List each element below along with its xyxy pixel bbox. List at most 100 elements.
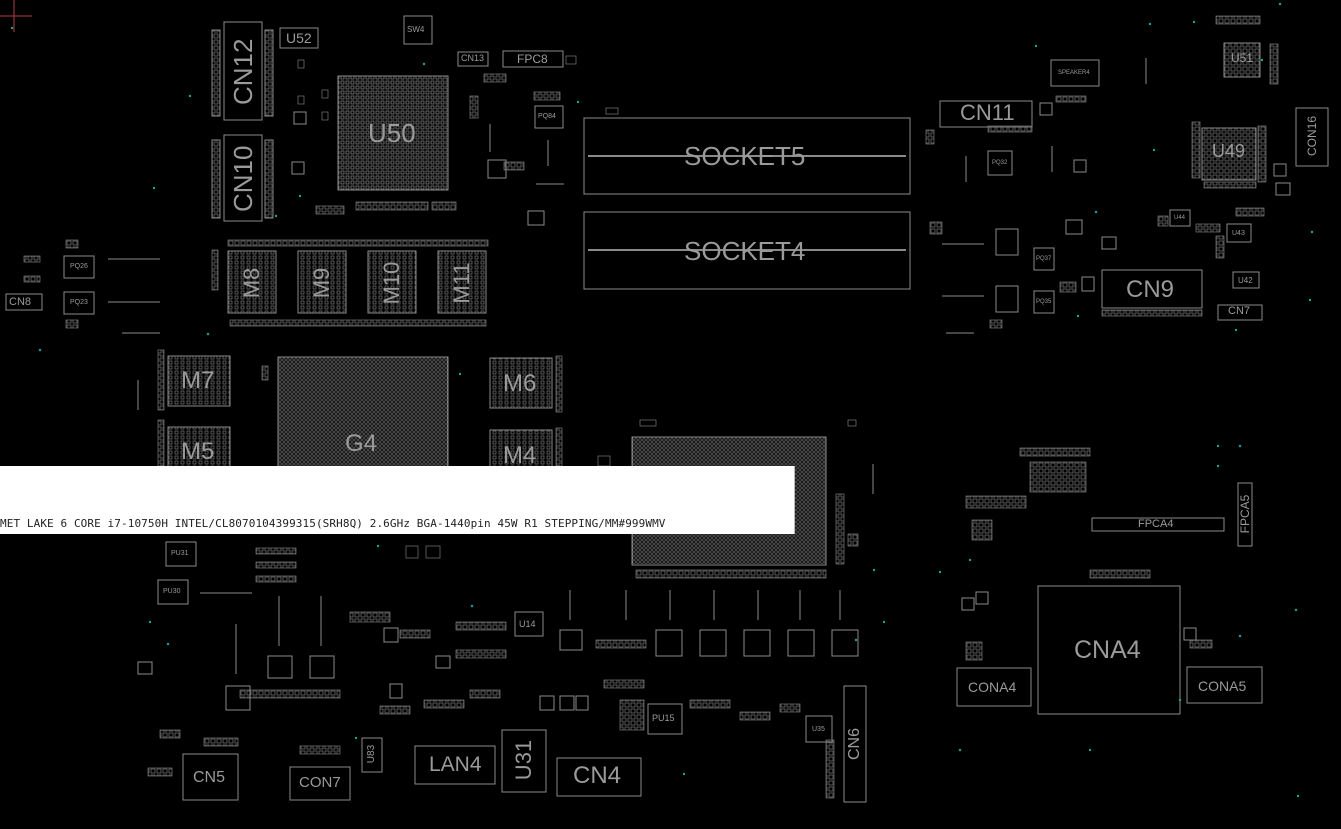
m5-label: M5 <box>181 438 215 465</box>
speaker4-label: SPEAKER4 <box>1058 70 1090 76</box>
u42-label: U42 <box>1238 276 1253 285</box>
cn5-label: CN5 <box>193 769 226 786</box>
cn12-pins-l <box>211 29 221 117</box>
cn13-outline <box>457 51 489 67</box>
cn6-label: CN6 <box>846 728 863 761</box>
u44-label: U44 <box>1174 215 1186 221</box>
u50-outline <box>337 75 449 191</box>
m10-label: M10 <box>379 261 404 305</box>
socket4-label: SOCKET4 <box>684 236 806 266</box>
cn10-outline <box>223 134 263 222</box>
pu15-label: PU15 <box>652 713 675 723</box>
pq84-label: PQ84 <box>538 113 556 120</box>
pq37-label: PQ37 <box>1036 256 1052 262</box>
pq32-label: PQ32 <box>992 160 1008 166</box>
u43-outline <box>1226 223 1252 243</box>
tooltip-text: MET LAKE 6 CORE i7-10750H INTEL/CL807010… <box>0 517 666 530</box>
pu30-outline <box>157 579 189 605</box>
m11-label: M11 <box>449 262 474 304</box>
u35-label: U35 <box>812 726 825 733</box>
component-info-tooltip: MET LAKE 6 CORE i7-10750H INTEL/CL807010… <box>0 466 795 534</box>
cn10-pins-l <box>211 139 221 219</box>
socket5-outline <box>583 117 911 195</box>
lan4-label: LAN4 <box>429 753 482 776</box>
pq35-label: PQ35 <box>1036 299 1052 305</box>
u42-outline <box>1232 271 1260 289</box>
fpc8-label: FPC8 <box>517 52 548 66</box>
g4-outline <box>277 356 449 468</box>
cn5-outline <box>182 753 239 801</box>
cn4-outline <box>556 757 642 797</box>
con16-label: CON16 <box>1305 116 1319 157</box>
m7-label: M7 <box>181 367 215 394</box>
speaker4-outline <box>1050 59 1100 87</box>
pq26-label: PQ26 <box>70 263 88 270</box>
cona4-outline <box>956 667 1032 707</box>
cn8-label: CN8 <box>9 296 32 308</box>
u50-label: U50 <box>368 118 416 148</box>
crosshair-cursor-icon <box>0 0 32 32</box>
u31-label: U31 <box>511 739 536 781</box>
cn9-label: CN9 <box>1126 276 1175 303</box>
cn11-outline <box>939 100 1033 128</box>
cn8-outline <box>5 293 43 311</box>
pq26-outline <box>63 255 95 279</box>
fpca4-outline <box>1091 517 1225 532</box>
cn7-label: CN7 <box>1228 305 1251 317</box>
cn12-pins-r <box>264 29 274 117</box>
cn10-pins-r <box>264 139 274 219</box>
m9-label: M9 <box>309 267 334 299</box>
lan4-outline <box>414 745 496 785</box>
socket4-outline <box>583 211 911 290</box>
con7-outline <box>289 766 351 801</box>
cona5-outline <box>1186 666 1263 704</box>
pq-b-outline <box>995 285 1019 313</box>
u52-outline <box>279 27 319 49</box>
m8-outline <box>227 250 277 314</box>
cn13-label: CN13 <box>461 53 485 63</box>
u51-label: U51 <box>1231 51 1254 65</box>
sw4-label: SW4 <box>407 25 425 34</box>
u31-outline <box>501 729 547 793</box>
pu30-label: PU30 <box>163 588 181 595</box>
m8-label: M8 <box>239 267 264 299</box>
fpca4-label: FPCA4 <box>1138 518 1174 530</box>
fpc8-outline <box>502 50 564 68</box>
cn12-outline <box>223 21 263 121</box>
fpca5-outline <box>1237 482 1253 547</box>
cna4-outline <box>1037 585 1181 715</box>
cna4-label: CNA4 <box>1074 636 1141 664</box>
fpca5-label: FPCA5 <box>1238 494 1252 534</box>
cona4-label: CONA4 <box>968 679 1017 695</box>
u35-outline <box>805 715 833 743</box>
cn6-outline <box>843 685 867 803</box>
pq84-outline <box>534 105 564 129</box>
con7-label: CON7 <box>299 774 341 791</box>
g4-label: G4 <box>345 430 378 457</box>
pu31-outline <box>165 541 197 567</box>
u49-outline <box>1201 127 1257 181</box>
u49-label: U49 <box>1212 141 1246 161</box>
m7-outline <box>167 355 231 407</box>
m4-label: M4 <box>503 442 537 469</box>
socket5-label: SOCKET5 <box>684 141 806 171</box>
m11-outline <box>437 250 487 314</box>
u83-outline <box>361 737 383 773</box>
sw4-outline <box>403 15 433 45</box>
pu15-outline <box>647 703 683 735</box>
cn12-label: CN12 <box>228 38 258 105</box>
u14-outline <box>514 611 544 637</box>
pq23-label: PQ23 <box>70 299 88 306</box>
cn11-label: CN11 <box>960 100 1015 125</box>
pq37-outline <box>1033 247 1055 271</box>
pu31-label: PU31 <box>171 550 189 557</box>
u52-label: U52 <box>286 30 312 46</box>
cn9-outline <box>1101 269 1203 309</box>
pq32-outline <box>987 150 1013 176</box>
u14-label: U14 <box>519 619 536 629</box>
cona5-label: CONA5 <box>1198 678 1247 694</box>
u44-outline <box>1169 209 1191 227</box>
pq-a-outline <box>995 228 1019 256</box>
